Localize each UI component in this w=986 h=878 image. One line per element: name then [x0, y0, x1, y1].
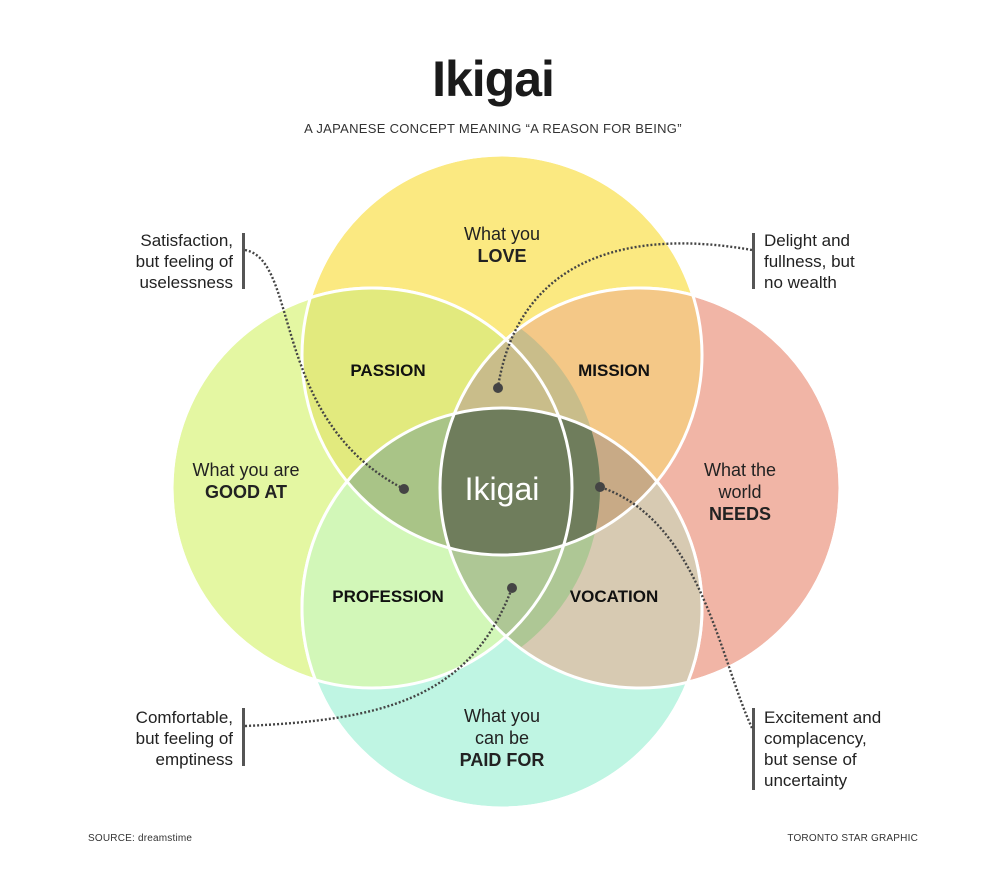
source-credit: SOURCE: dreamstime [88, 833, 193, 844]
connector-bottom-right [599, 485, 754, 729]
label-love-line1: What you [464, 224, 540, 244]
connector-dot-bottom-left [507, 583, 517, 593]
overlap-love-needs-goodat-top [440, 288, 600, 555]
callout-top-right-line2: fullness, but [764, 252, 855, 271]
label-goodat-line2: GOOD AT [205, 482, 287, 502]
connector-dot-top-right [493, 383, 503, 393]
label-love-line2: LOVE [477, 246, 526, 266]
callout-bottom-left-line2: but feeling of [136, 729, 234, 748]
label-profession: PROFESSION [332, 587, 443, 606]
label-paid-line1: What you [464, 706, 540, 726]
callout-bottom-right-line3: but sense of [764, 750, 857, 769]
label-passion: PASSION [350, 361, 425, 380]
callout-top-right-line3: no wealth [764, 273, 837, 292]
callout-bottom-right-line2: complacency, [764, 729, 867, 748]
overlap-love-goodat-paid [302, 408, 600, 555]
label-paid-line3: PAID FOR [460, 750, 545, 770]
callout-top-left-line1: Satisfaction, [140, 231, 233, 250]
label-paid-line2: can be [475, 728, 529, 748]
callout-top-right-line1: Delight and [764, 231, 850, 250]
graphic-credit: TORONTO STAR GRAPHIC [787, 833, 918, 844]
callout-bottom-left-line3: emptiness [156, 750, 233, 769]
overlap-goodat-paid-needs [440, 408, 600, 688]
callout-bar-top-left [242, 233, 245, 289]
label-needs-line1: What the [704, 460, 776, 480]
label-ikigai-center: Ikigai [465, 471, 540, 507]
callout-top-left-line3: uselessness [139, 273, 233, 292]
callout-bar-bottom-left [242, 708, 245, 766]
label-vocation: VOCATION [570, 587, 658, 606]
label-goodat-line1: What you are [192, 460, 299, 480]
callout-bottom-right-line1: Excitement and [764, 708, 881, 727]
callout-bar-top-right [752, 233, 755, 289]
connector-dot-top-left [399, 484, 409, 494]
label-needs-line2: world [717, 482, 761, 502]
overlap-love-needs-paid [440, 408, 702, 555]
connector-dot-bottom-right [595, 482, 605, 492]
callout-bar-bottom-right [752, 708, 755, 790]
label-needs-line3: NEEDS [709, 504, 771, 524]
page-subtitle: A JAPANESE CONCEPT MEANING “A REASON FOR… [304, 121, 682, 136]
callout-top-left-line2: but feeling of [136, 252, 234, 271]
callout-bottom-left-line1: Comfortable, [136, 708, 233, 727]
connector-top-right [496, 242, 753, 388]
callout-bottom-right-line4: uncertainty [764, 771, 848, 790]
label-mission: MISSION [578, 361, 650, 380]
page-title: Ikigai [432, 51, 555, 107]
connector-top-left [244, 248, 405, 491]
